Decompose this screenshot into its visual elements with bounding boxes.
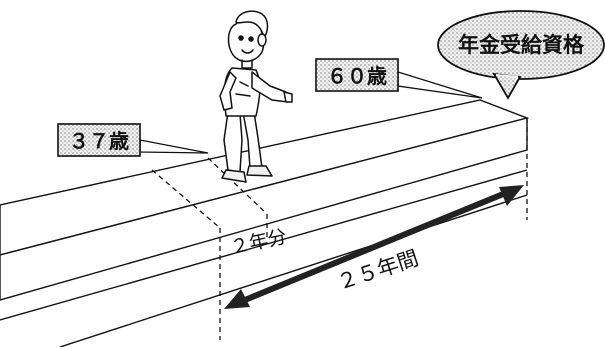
man-jacket-lines: [235, 81, 251, 97]
pension-bubble-tail-cover: [495, 73, 519, 79]
man-back-arm: [219, 71, 237, 111]
span-arrow-shaft: [238, 189, 510, 305]
man-hand: [283, 91, 293, 103]
age-60-label: ６０歳: [327, 64, 387, 88]
man-back-shoe: [221, 169, 247, 183]
walking-man-illustration: [219, 10, 293, 183]
road-edge-line: [59, 194, 528, 347]
man-neck: [241, 59, 253, 69]
callout-60-box: [315, 58, 399, 92]
marker-37-top: [151, 169, 221, 229]
callout-37: ３７歳: [57, 123, 209, 157]
span-arrow: [224, 185, 524, 309]
man-back-leg: [223, 111, 243, 173]
pension-bubble-text: 年金受給資格: [458, 33, 585, 57]
callout-60: ６０歳: [315, 58, 483, 99]
man-eye-left: [238, 35, 244, 41]
pension-bubble: 年金受給資格: [437, 10, 605, 100]
span-arrow-head-right: [499, 185, 524, 206]
marker-39-top: [207, 157, 268, 215]
callout-60-pointer: [397, 71, 483, 99]
man-front-shoe: [246, 165, 273, 177]
man-ear: [257, 33, 267, 47]
man-eye-right: [248, 36, 254, 42]
dashed-markers: [151, 118, 528, 340]
age-37-label: ３７歳: [69, 129, 129, 153]
road-inner-line: [0, 169, 528, 321]
pension-bubble-shape: [437, 10, 605, 80]
span-arrow-head-left: [224, 289, 250, 309]
callout-37-box: [57, 123, 141, 157]
man-mouth: [241, 49, 254, 54]
callout-37-pointer: [139, 139, 209, 154]
road: [0, 99, 530, 347]
